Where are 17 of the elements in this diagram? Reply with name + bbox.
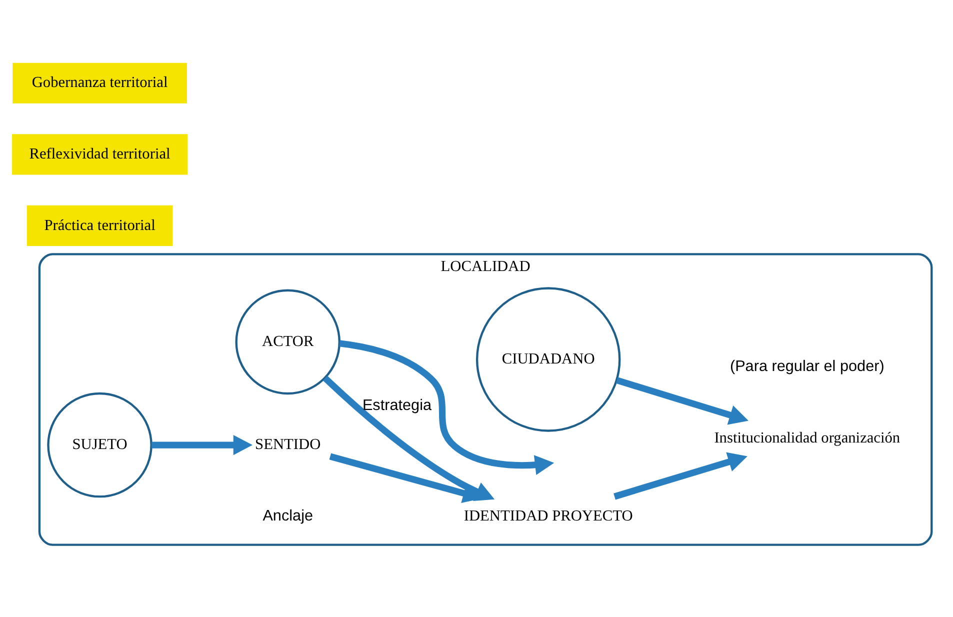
node-box: Gobernanza territorial	[12, 62, 187, 104]
node-circle: SUJETO	[47, 392, 152, 498]
node-label: (Para regular el poder)	[730, 358, 884, 376]
arrow	[614, 452, 748, 500]
node-text: SENTIDO	[255, 436, 321, 454]
label: Anclaje	[262, 507, 314, 524]
node-text: IDENTIDAD PROYECTO	[464, 507, 633, 524]
edge-label: Estrategia	[362, 397, 432, 414]
arrow	[322, 376, 495, 501]
arrow	[616, 377, 748, 425]
node-circle: ACTOR	[235, 289, 340, 395]
node-circle: CIUDADANO	[476, 287, 621, 432]
arrow	[152, 435, 252, 456]
arrow	[339, 340, 554, 476]
node-text: Institucionalidad organización	[714, 430, 900, 447]
node-box: Reflexividad territorial	[12, 134, 188, 175]
node-box: Práctica territorial	[26, 205, 173, 246]
